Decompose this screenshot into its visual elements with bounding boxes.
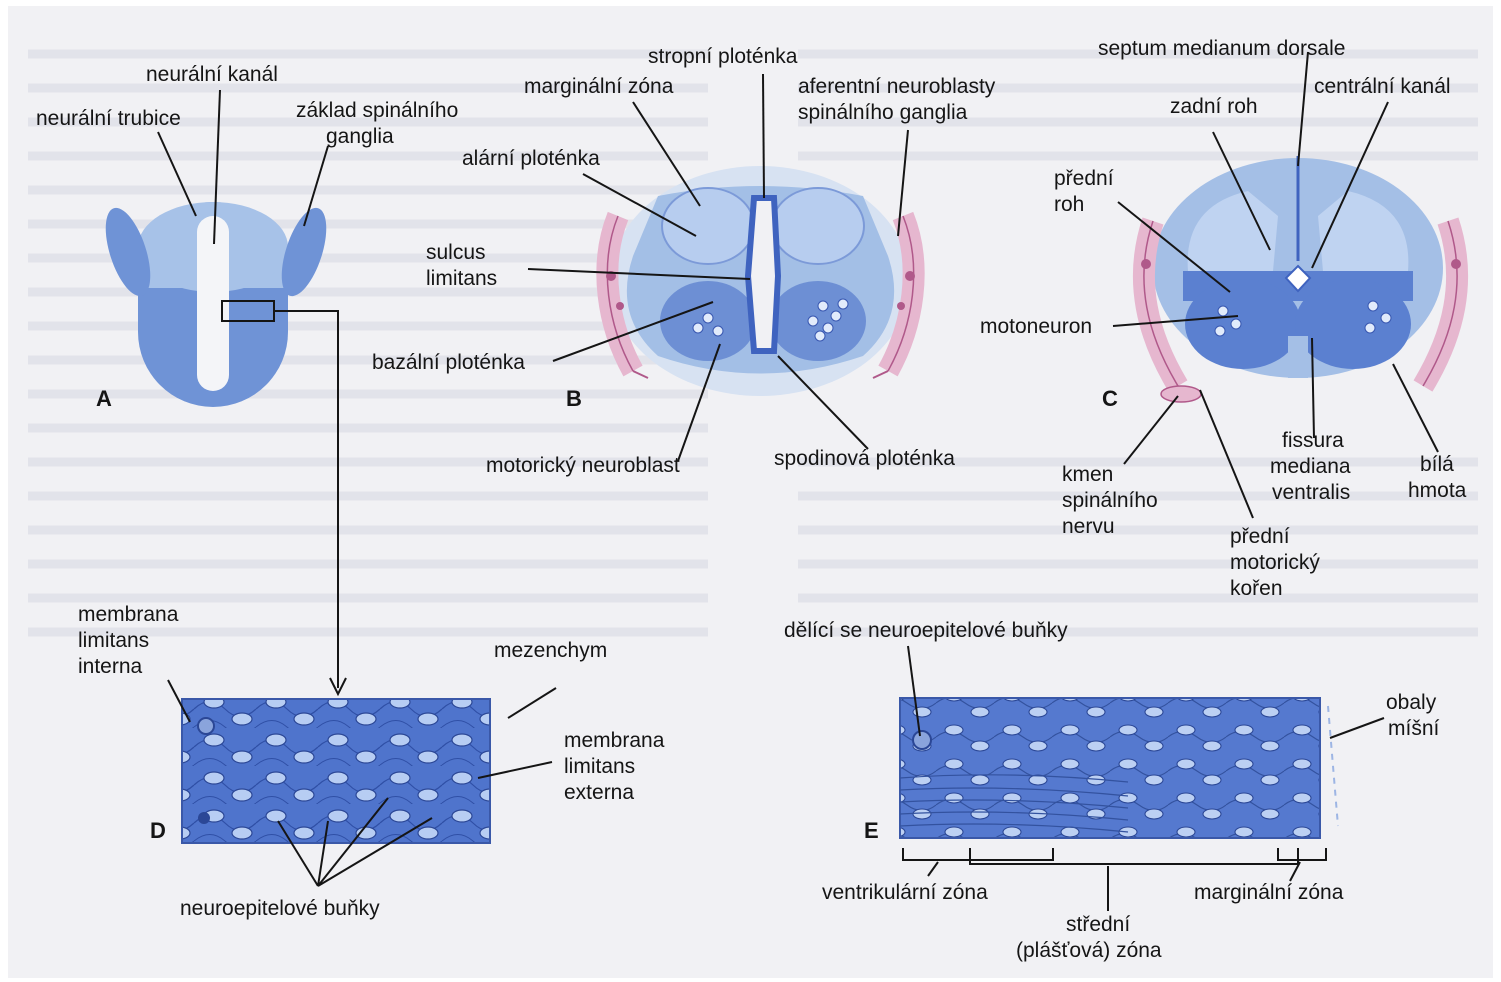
label-membrana-interna-2: limitans bbox=[78, 628, 149, 653]
label-motoneuron: motoneuron bbox=[980, 314, 1092, 339]
label-fissura-2: mediana bbox=[1270, 454, 1351, 479]
label-nerve-trunk-3: nervu bbox=[1062, 514, 1115, 539]
label-marginal-zone-e: marginální zóna bbox=[1194, 880, 1343, 905]
textbook-page: A B C D E neurální kanál neurální trubic… bbox=[8, 6, 1493, 978]
label-nerve-trunk-2: spinálního bbox=[1062, 488, 1158, 513]
panel-letter-d: D bbox=[150, 818, 166, 843]
label-basal-plate: bazální ploténka bbox=[372, 350, 525, 375]
diagram-artwork bbox=[8, 6, 1493, 978]
label-mesenchyme: mezenchym bbox=[494, 638, 607, 663]
label-membrana-interna-1: membrana bbox=[78, 602, 178, 627]
label-white-matter-1: bílá bbox=[1420, 452, 1454, 477]
label-ventral-root-2: motorický bbox=[1230, 550, 1320, 575]
label-sulcus-limitans-2: limitans bbox=[426, 266, 497, 291]
label-roof-plate: stropní ploténka bbox=[648, 44, 797, 69]
label-fissura-1: fissura bbox=[1282, 428, 1344, 453]
label-sulcus-limitans-1: sulcus bbox=[426, 240, 486, 265]
label-dorsal-horn: zadní roh bbox=[1170, 94, 1258, 119]
label-central-canal: centrální kanál bbox=[1314, 74, 1451, 99]
label-fissura-3: ventralis bbox=[1272, 480, 1350, 505]
panel-letter-e: E bbox=[864, 818, 879, 843]
panel-letter-c: C bbox=[1102, 386, 1118, 411]
label-spinal-ganglion-primordium-1: základ spinálního bbox=[296, 98, 458, 123]
label-marginal-zone-b: marginální zóna bbox=[524, 74, 673, 99]
neuroepithelium-block bbox=[182, 699, 490, 843]
label-septum-medianum: septum medianum dorsale bbox=[1098, 36, 1345, 61]
label-membrana-externa-3: externa bbox=[564, 780, 634, 805]
label-alar-plate: alární ploténka bbox=[462, 146, 600, 171]
label-spinal-meninges-2: míšní bbox=[1388, 716, 1439, 741]
label-afferent-neuroblasts-1: aferentní neuroblasty bbox=[798, 74, 995, 99]
label-mantle-zone-2: (plášťová) zóna bbox=[1016, 938, 1162, 963]
label-membrana-externa-2: limitans bbox=[564, 754, 635, 779]
panel-letter-a: A bbox=[96, 386, 112, 411]
label-ventricular-zone: ventrikulární zóna bbox=[822, 880, 988, 905]
label-white-matter-2: hmota bbox=[1408, 478, 1466, 503]
label-nerve-trunk-1: kmen bbox=[1062, 462, 1113, 487]
label-spinal-meninges-1: obaly bbox=[1386, 690, 1436, 715]
label-neuroepithelial-cells: neuroepitelové buňky bbox=[180, 896, 380, 921]
label-neural-canal: neurální kanál bbox=[146, 62, 278, 87]
label-mantle-zone-1: střední bbox=[1066, 912, 1130, 937]
label-ventral-root-1: přední bbox=[1230, 524, 1290, 549]
label-neural-tube: neurální trubice bbox=[36, 106, 181, 131]
label-ventral-root-3: kořen bbox=[1230, 576, 1283, 601]
label-afferent-neuroblasts-2: spinálního ganglia bbox=[798, 100, 967, 125]
label-dividing-cells: dělící se neuroepitelové buňky bbox=[784, 618, 1068, 643]
label-ventral-horn-1: přední bbox=[1054, 166, 1114, 191]
spinal-cord-cross-section bbox=[1141, 156, 1461, 402]
spinal-wall-zones-block bbox=[900, 698, 1338, 864]
panel-letter-b: B bbox=[566, 386, 582, 411]
label-membrana-externa-1: membrana bbox=[564, 728, 664, 753]
neural-tube-diagram bbox=[97, 202, 336, 407]
label-floor-plate: spodinová ploténka bbox=[774, 446, 955, 471]
label-spinal-ganglion-primordium-2: ganglia bbox=[326, 124, 394, 149]
label-motor-neuroblast: motorický neuroblast bbox=[486, 453, 680, 478]
label-membrana-interna-3: interna bbox=[78, 654, 142, 679]
label-ventral-horn-2: roh bbox=[1054, 192, 1084, 217]
